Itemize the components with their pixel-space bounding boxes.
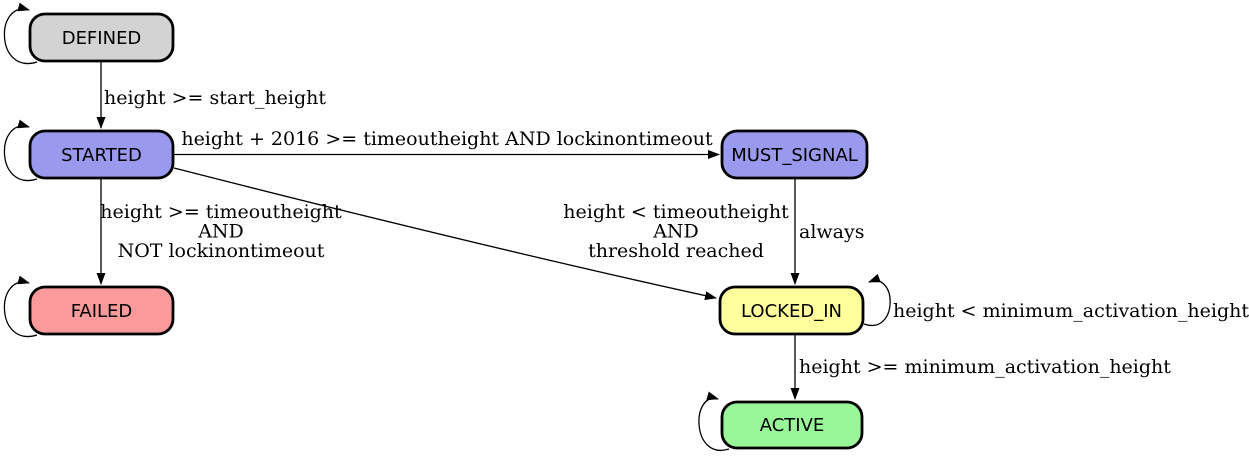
node-locked-in: LOCKED_IN <box>718 285 865 336</box>
edge-locked-in-self-loop: height < minimum_activation_height <box>863 273 1249 327</box>
node-active: ACTIVE <box>720 400 864 450</box>
edge-label-started-to-failed-line1: height >= timeoutheight <box>100 201 342 223</box>
edge-label-started-to-must-signal: height + 2016 >= timeoutheight AND locki… <box>181 128 713 150</box>
node-must-signal-label: MUST_SIGNAL <box>731 145 858 166</box>
started-self-loop-arrow <box>3 119 38 182</box>
edge-label-defined-to-started: height >= start_height <box>104 87 326 109</box>
edge-defined-to-started: height >= start_height <box>96 62 326 129</box>
edge-locked-in-to-active: height >= minimum_activation_height <box>790 334 1171 400</box>
node-defined: DEFINED <box>28 12 175 63</box>
edge-label-started-to-locked-in-line3: threshold reached <box>588 240 764 262</box>
locked-in-self-loop-arrow <box>863 273 891 327</box>
node-started: STARTED <box>28 129 175 180</box>
edge-started-self-loop <box>3 119 38 182</box>
node-must-signal-shape <box>720 129 869 180</box>
edge-started-to-must-signal: height + 2016 >= timeoutheight AND locki… <box>173 128 720 159</box>
node-failed-shape <box>28 285 175 336</box>
node-failed-label: FAILED <box>71 301 133 322</box>
node-locked-in-shape <box>718 285 865 336</box>
edge-label-locked-in-self-loop: height < minimum_activation_height <box>893 300 1249 322</box>
edge-label-started-to-failed-line3: NOT lockinontimeout <box>118 240 325 262</box>
edge-label-locked-in-to-active: height >= minimum_activation_height <box>799 356 1171 378</box>
edge-active-self-loop <box>698 391 730 452</box>
node-started-label: STARTED <box>61 145 142 166</box>
node-active-label: ACTIVE <box>760 415 825 436</box>
node-defined-label: DEFINED <box>62 28 142 49</box>
active-self-loop-arrow <box>698 391 730 452</box>
edge-started-to-locked-in: height < timeoutheight AND threshold rea… <box>173 167 789 301</box>
edge-label-must-signal-to-locked-in: always <box>799 221 864 243</box>
edge-label-started-to-locked-in-line1: height < timeoutheight <box>563 201 789 223</box>
failed-self-loop-arrow <box>3 275 38 338</box>
started-to-locked-in-arrow <box>173 167 717 301</box>
node-active-shape <box>720 400 864 450</box>
node-must-signal: MUST_SIGNAL <box>720 129 869 180</box>
edge-failed-self-loop <box>3 275 38 338</box>
edge-label-started-to-locked-in-line2: AND <box>652 221 699 243</box>
node-locked-in-label: LOCKED_IN <box>741 301 842 322</box>
node-started-shape <box>28 129 175 180</box>
edge-defined-self-loop <box>3 2 38 65</box>
defined-self-loop-arrow <box>3 2 38 65</box>
edge-must-signal-to-locked-in: always <box>790 178 864 285</box>
edge-label-started-to-failed-line2: AND <box>197 221 244 243</box>
edge-started-to-failed: height >= timeoutheight AND NOT lockinon… <box>96 178 342 285</box>
node-failed: FAILED <box>28 285 175 336</box>
node-defined-shape <box>28 12 175 63</box>
